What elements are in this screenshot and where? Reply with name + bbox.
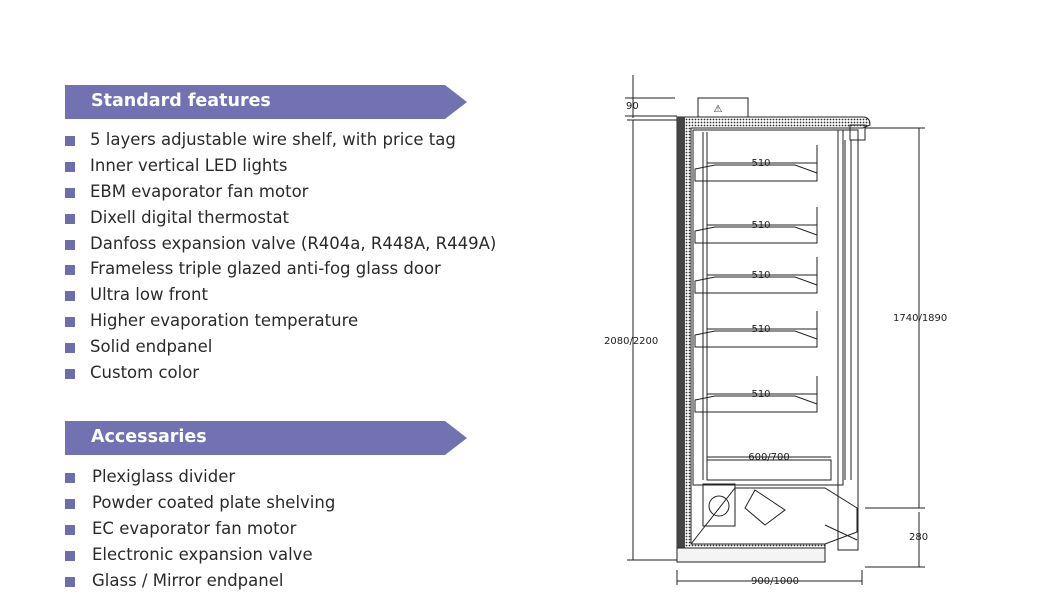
bullet-square-icon: [65, 239, 75, 250]
warning-icon: ⚠: [714, 104, 723, 115]
bullet-square-icon: [65, 473, 75, 483]
base-height-label: 280: [909, 532, 928, 543]
list-item: Frameless triple glazed anti-fog glass d…: [65, 256, 496, 282]
bullet-square-icon: [65, 317, 75, 328]
bullet-square-icon: [65, 265, 75, 276]
standard-features-title: Standard features: [91, 91, 271, 111]
list-item: 5 layers adjustable wire shelf, with pri…: [65, 127, 496, 153]
shelf-depth-label: 510: [751, 389, 770, 400]
list-item: Powder coated plate shelving: [65, 490, 335, 516]
bullet-square-icon: [65, 213, 75, 224]
list-item: EBM evaporator fan motor: [65, 179, 496, 205]
list-item: Higher evaporation temperature: [65, 308, 496, 334]
bullet-square-icon: [65, 161, 75, 172]
accessories-list: Plexiglass divider Powder coated plate s…: [65, 464, 335, 594]
bottom-depth-label: 600/700: [748, 452, 790, 463]
shelf-depth-label: 510: [751, 270, 770, 281]
bullet-square-icon: [65, 369, 75, 380]
accessories-title: Accessaries: [91, 427, 207, 447]
total-depth-label: 900/1000: [751, 576, 799, 587]
standard-features-list: 5 layers adjustable wire shelf, with pri…: [65, 127, 496, 386]
cabinet-section-drawing: 90 ⚠ 2080/2200 1740/1890 280 510 510 510…: [604, 75, 947, 587]
list-item: Custom color: [65, 360, 496, 386]
door-height-label: 1740/1890: [893, 313, 947, 324]
shelf-depth-label: 510: [751, 220, 770, 231]
bullet-square-icon: [65, 187, 75, 198]
bullet-square-icon: [65, 525, 75, 535]
bullet-square-icon: [65, 291, 75, 302]
list-item: Solid endpanel: [65, 334, 496, 360]
bullet-square-icon: [65, 551, 75, 561]
list-item: Electronic expansion valve: [65, 542, 335, 568]
list-item: EC evaporator fan motor: [65, 516, 335, 542]
shelf-depth-label: 510: [751, 324, 770, 335]
list-item: Inner vertical LED lights: [65, 153, 496, 179]
bullet-square-icon: [65, 343, 75, 354]
accessories-banner: Accessaries: [65, 421, 467, 455]
bullet-square-icon: [65, 136, 75, 146]
bullet-square-icon: [65, 499, 75, 509]
list-item: Plexiglass divider: [65, 464, 335, 490]
list-item: Ultra low front: [65, 282, 496, 308]
top-offset-label: 90: [626, 101, 639, 112]
total-height-label: 2080/2200: [604, 336, 658, 347]
list-item: Dixell digital thermostat: [65, 205, 496, 231]
standard-features-banner: Standard features: [65, 85, 467, 119]
list-item: Danfoss expansion valve (R404a, R448A, R…: [65, 231, 496, 257]
shelf-depth-label: 510: [751, 158, 770, 169]
bullet-square-icon: [65, 577, 75, 587]
list-item: Glass / Mirror endpanel: [65, 568, 335, 594]
